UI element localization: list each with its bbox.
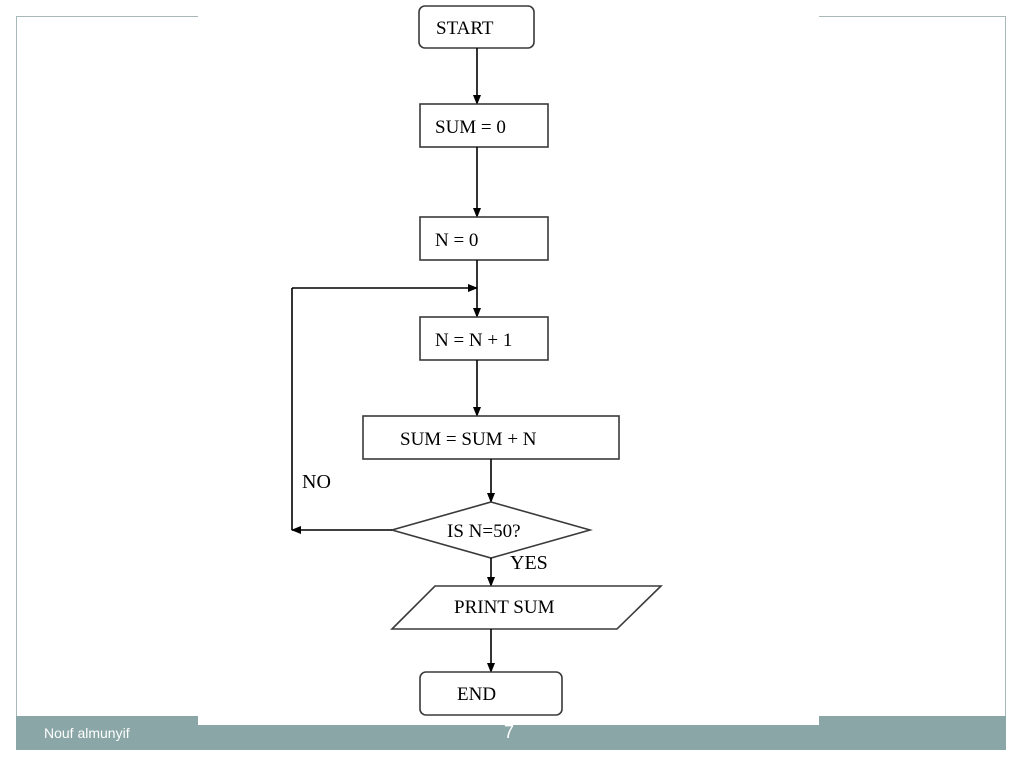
yes-label: YES bbox=[510, 552, 548, 574]
start-node: START bbox=[418, 5, 535, 49]
init-sum-node: SUM = 0 bbox=[419, 103, 549, 148]
end-node: END bbox=[419, 671, 563, 716]
page-number: 7 bbox=[504, 722, 515, 742]
init-n-label: N = 0 bbox=[435, 230, 478, 251]
increment-n-label: N = N + 1 bbox=[435, 330, 512, 351]
init-n-node: N = 0 bbox=[419, 216, 549, 261]
no-label: NO bbox=[302, 471, 331, 493]
print-node: PRINT SUM bbox=[390, 585, 663, 630]
accumulate-label: SUM = SUM + N bbox=[400, 429, 537, 450]
init-sum-label: SUM = 0 bbox=[435, 117, 506, 138]
author-name: Nouf almunyif bbox=[44, 725, 130, 741]
end-label: END bbox=[457, 684, 496, 705]
decision-text: IS N=50? bbox=[447, 521, 521, 542]
decision-node: IS N=50? bbox=[389, 501, 593, 559]
print-label: PRINT SUM bbox=[454, 597, 555, 618]
increment-n-node: N = N + 1 bbox=[419, 316, 549, 361]
accumulate-node: SUM = SUM + N bbox=[362, 415, 620, 460]
start-label: START bbox=[436, 18, 494, 39]
